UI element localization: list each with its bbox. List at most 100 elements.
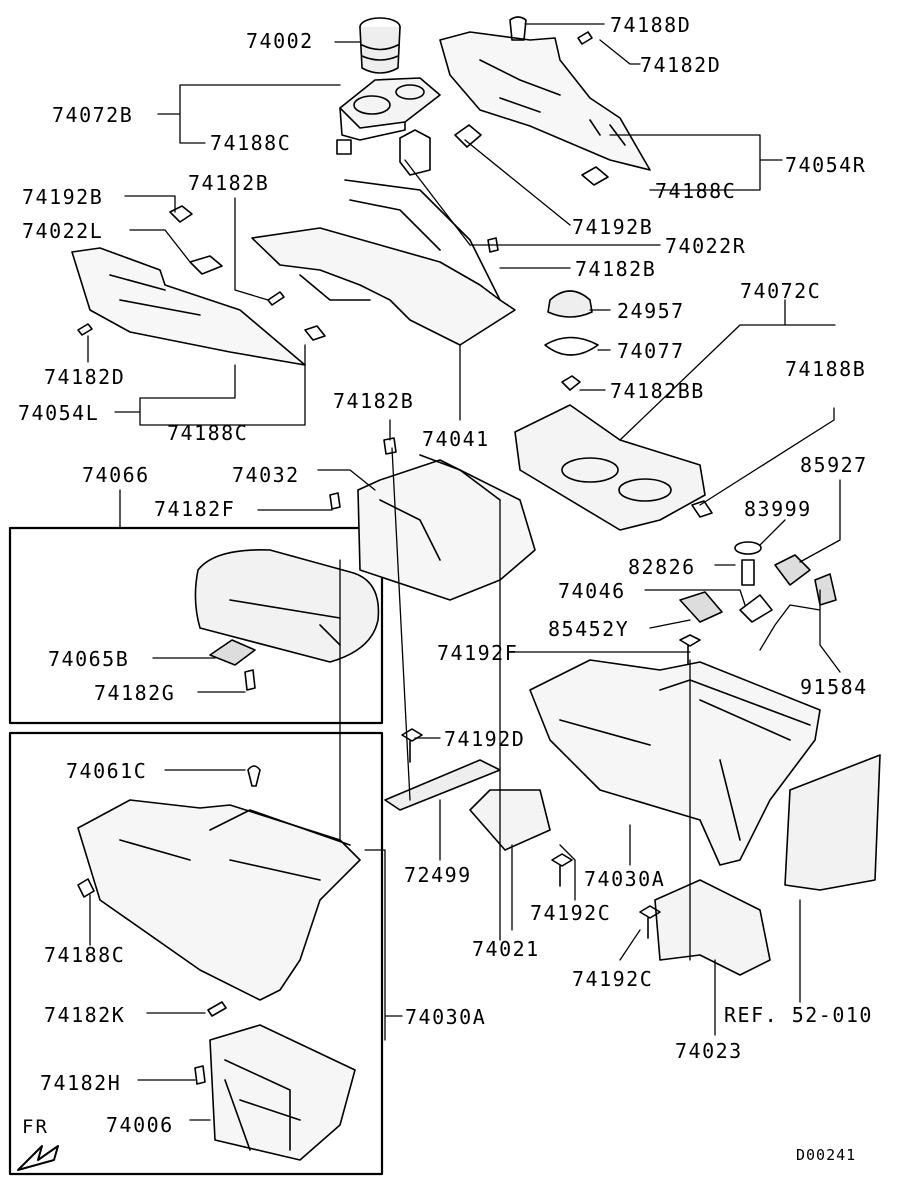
bracket-74022L [189,255,223,275]
clip-74188C-c [304,325,326,341]
label-24957: 24957 [617,299,685,323]
clip-74188B [691,500,713,518]
label-74072C: 74072C [740,279,822,303]
label-74182K: 74182K [44,1003,126,1027]
label-74046: 74046 [558,579,626,603]
label-74188C-c: 74188C [167,421,249,445]
label-74182F: 74182F [154,497,236,521]
label-74192B-b: 74192B [22,185,104,209]
label-74030A-a: 74030A [584,867,666,891]
label-74182B-a: 74182B [188,171,270,195]
front-direction-label: FR [22,1116,49,1138]
cup-holder-b-part [339,77,441,141]
plug-91584 [814,573,837,606]
label-74030A-b: 74030A [405,1005,487,1029]
latch-74065B [209,639,256,666]
screw-74182G [244,669,256,691]
bolt-74192C-a [551,853,573,887]
label-91584: 91584 [800,675,868,699]
label-74066: 74066 [82,463,150,487]
screw-74182D-a [577,31,593,45]
label-74061C: 74061C [66,759,148,783]
label-74054R: 74054R [785,153,867,177]
clip-74188C-b [581,166,609,186]
screw-74182B-b [487,237,499,253]
storage-box-part [209,1024,356,1161]
label-74032: 74032 [232,463,300,487]
clip-74188C-d [77,878,95,898]
side-panel-l-part [71,247,306,366]
ring-74077 [544,336,599,356]
label-74188C-b: 74188C [655,179,737,203]
clip-74188D [509,16,527,41]
label-74022R: 74022R [665,234,747,258]
label-85452Y: 85452Y [548,617,630,641]
diagram-id: D00241 [796,1146,857,1164]
label-74188D: 74188D [610,13,692,37]
label-74065B: 74065B [48,647,130,671]
label-74041: 74041 [422,427,490,451]
fr-arrow [17,1145,59,1171]
label-74188B: 74188B [785,357,867,381]
label-74192D: 74192D [444,727,526,751]
screw-74061C [247,765,261,787]
cap-82826 [734,541,762,555]
clip-74188C-a [336,139,352,155]
bolt-74192C-b [639,905,661,939]
armrest-part [194,549,380,663]
front-bracket-part [357,454,536,601]
side-cover-part [784,754,881,891]
cup-insert-part [359,17,401,74]
screw-74182BB [561,375,581,391]
label-74182D-b: 74182D [44,365,126,389]
label-82826: 82826 [628,555,696,579]
connector-85452Y [679,591,723,623]
label-74054L: 74054L [18,401,100,425]
label-ref-52-010: REF. 52-010 [724,1003,873,1027]
armrest-kit-frame [8,526,384,725]
side-panel-r-part [439,31,651,171]
label-74077: 74077 [617,339,685,363]
leader-lines [87,23,841,1121]
label-74192C-a: 74192C [530,901,612,925]
label-74188C-d: 74188C [44,943,126,967]
support-74023 [654,879,771,976]
cup-holder-c-part [514,404,706,531]
label-74182B-b: 74182B [575,257,657,281]
label-74072B: 74072B [52,103,134,127]
part-74046 [739,594,773,623]
screw-74182D-b [77,323,93,336]
bolt-74192B-a [454,124,482,148]
label-74192B-a: 74192B [572,215,654,239]
part-24957 [547,290,593,318]
label-85927: 85927 [800,453,868,477]
label-83999: 83999 [744,497,812,521]
label-74182D-a: 74182D [640,53,722,77]
label-74022L: 74022L [22,219,104,243]
bracket-74022R [399,129,431,176]
console-kit-frame [8,731,384,1176]
bolt-74192B-b [169,205,193,223]
label-74182BB: 74182BB [610,379,705,403]
floor-console-part [529,659,821,866]
socket-83999 [741,559,755,586]
bolt-74192F [679,634,701,666]
label-74023: 74023 [675,1039,743,1063]
label-74192F: 74192F [437,641,519,665]
label-74006: 74006 [106,1113,174,1137]
bracket-74021 [469,789,551,851]
screw-74182B-c [383,437,397,455]
bolt-74192D [401,728,423,763]
screw-74182H [194,1065,206,1085]
label-74182B-c: 74182B [333,389,415,413]
label-74021: 74021 [472,937,540,961]
label-74002: 74002 [246,29,314,53]
label-72499: 72499 [404,863,472,887]
switch-85927 [774,554,811,586]
screw-74182K [207,1001,227,1017]
label-74182G: 74182G [94,681,176,705]
label-74182H: 74182H [40,1071,122,1095]
screw-74182F [329,492,341,510]
label-74188C-a: 74188C [210,131,292,155]
